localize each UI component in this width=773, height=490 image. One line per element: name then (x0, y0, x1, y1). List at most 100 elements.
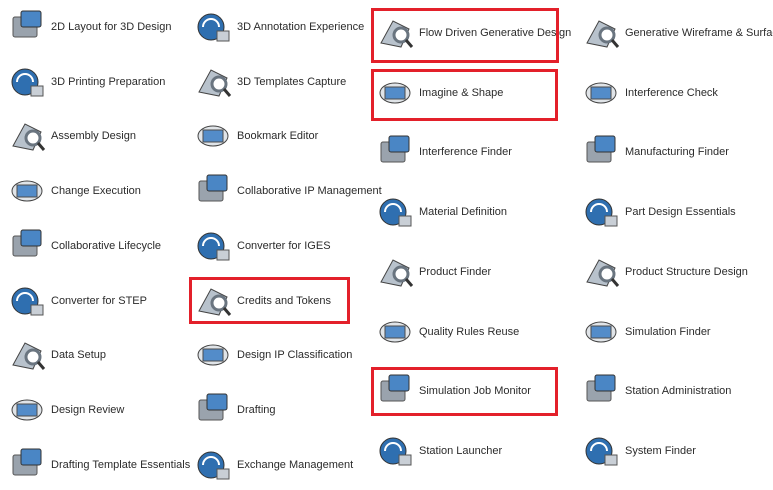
app-item-drafting-template-essentials[interactable]: Drafting Template Essentials (7, 445, 190, 485)
change-execution-icon (7, 171, 47, 211)
simulation-finder-icon (581, 312, 621, 352)
station-admin-icon (581, 371, 621, 411)
app-item-station-launcher[interactable]: Station Launcher (375, 431, 502, 471)
annotation-3d-icon (193, 7, 233, 47)
bookmark-icon (193, 116, 233, 156)
app-label: Exchange Management (237, 458, 354, 471)
app-label: Product Structure Design (625, 265, 748, 278)
folder-gear-icon (7, 335, 47, 375)
app-item-part-design-essentials[interactable]: Part Design Essentials (581, 192, 736, 232)
app-item-interference-finder[interactable]: Interference Finder (375, 132, 512, 172)
app-item-product-finder[interactable]: Product Finder (375, 252, 491, 292)
app-item-design-review[interactable]: Design Review (7, 390, 124, 430)
app-item-converter-for-step[interactable]: Converter for STEP (7, 281, 147, 321)
design-review-icon (7, 390, 47, 430)
app-label: Assembly Design (51, 130, 136, 143)
app-item-simulation-job-monitor[interactable]: Simulation Job Monitor (375, 371, 531, 411)
app-item-product-structure-design[interactable]: Product Structure Design (581, 252, 748, 292)
app-label: Station Administration (625, 385, 732, 398)
app-item-design-ip-classification[interactable]: Design IP Classification (193, 335, 352, 375)
app-label: 2D Layout for 3D Design (51, 21, 172, 33)
app-label: Drafting (237, 403, 276, 416)
app-label: Flow Driven Generative Design (419, 27, 572, 39)
interference-finder-icon (375, 132, 415, 172)
app-label: Collaborative IP Management (237, 185, 382, 198)
station-launcher-icon (375, 431, 415, 471)
manufacturing-finder-icon (581, 132, 621, 172)
app-label: 3D Annotation Experience (237, 21, 365, 33)
drafting-icon (193, 390, 233, 430)
app-label: Converter for STEP (51, 294, 147, 307)
assembly-icon (7, 116, 47, 156)
app-label: Station Launcher (419, 444, 503, 457)
product-structure-icon (581, 252, 621, 292)
app-label: Imagine & Shape (419, 86, 504, 99)
app-label: Drafting Template Essentials (51, 458, 191, 471)
generative-design-icon (375, 13, 415, 53)
app-item-collaborative-lifecycle[interactable]: Collaborative Lifecycle (7, 226, 161, 266)
part-design-icon (581, 192, 621, 232)
imagine-shape-icon (375, 73, 415, 113)
app-item-generative-wireframe-surface[interactable]: Generative Wireframe & Surface (581, 13, 773, 53)
app-label: Quality Rules Reuse (419, 325, 520, 338)
templates-capture-icon (193, 62, 233, 102)
ip-management-icon (193, 171, 233, 211)
app-item-simulation-finder[interactable]: Simulation Finder (581, 312, 711, 352)
system-finder-icon (581, 431, 621, 471)
app-item-3d-annotation-experience[interactable]: 3D Annotation Experience (193, 7, 364, 47)
layout-2d-icon (7, 7, 47, 47)
app-label: Material Definition (419, 206, 508, 219)
material-icon (375, 192, 415, 232)
job-monitor-icon (375, 371, 415, 411)
lifecycle-icon (7, 226, 47, 266)
app-item-data-setup[interactable]: Data Setup (7, 335, 106, 375)
app-label: Manufacturing Finder (625, 146, 729, 159)
app-label: Credits and Tokens (237, 294, 331, 307)
app-label: 3D Templates Capture (237, 75, 347, 88)
product-finder-icon (375, 252, 415, 292)
app-label: Collaborative Lifecycle (51, 239, 162, 252)
app-item-change-execution[interactable]: Change Execution (7, 171, 141, 211)
exchange-management-icon (193, 445, 233, 485)
interference-check-icon (581, 73, 621, 113)
app-item-assembly-design[interactable]: Assembly Design (7, 116, 136, 156)
app-label: Simulation Finder (625, 325, 711, 338)
app-label: 3D Printing Preparation (51, 75, 166, 88)
app-label: Interference Finder (419, 146, 512, 159)
app-label: Part Design Essentials (625, 206, 736, 219)
app-label: Bookmark Editor (237, 130, 319, 143)
app-label: Generative Wireframe & Surface (625, 27, 773, 39)
app-item-converter-for-iges[interactable]: Converter for IGES (193, 226, 331, 266)
app-item-system-finder[interactable]: System Finder (581, 431, 696, 471)
app-label: Design IP Classification (237, 349, 353, 362)
app-item-credits-and-tokens[interactable]: Credits and Tokens (193, 281, 331, 321)
app-item-flow-driven-generative-design[interactable]: Flow Driven Generative Design (375, 13, 571, 53)
app-item-exchange-management[interactable]: Exchange Management (193, 445, 353, 485)
printer-3d-icon (7, 62, 47, 102)
quality-rules-icon (375, 312, 415, 352)
converter-iges-icon (193, 226, 233, 266)
app-item-quality-rules-reuse[interactable]: Quality Rules Reuse (375, 312, 519, 352)
ip-classification-icon (193, 335, 233, 375)
app-item-material-definition[interactable]: Material Definition (375, 192, 507, 232)
app-label: Simulation Job Monitor (419, 385, 531, 398)
app-item-3d-printing-preparation[interactable]: 3D Printing Preparation (7, 62, 165, 102)
app-label: Design Review (51, 403, 125, 416)
app-label: System Finder (625, 444, 696, 457)
app-item-bookmark-editor[interactable]: Bookmark Editor (193, 116, 318, 156)
app-item-3d-templates-capture[interactable]: 3D Templates Capture (193, 62, 346, 102)
coins-icon (193, 281, 233, 321)
app-label: Data Setup (51, 349, 107, 362)
app-label: Change Execution (51, 185, 141, 198)
wireframe-surface-icon (581, 13, 621, 53)
app-item-2d-layout-for-3d-design[interactable]: 2D Layout for 3D Design (7, 7, 171, 47)
app-item-imagine-shape[interactable]: Imagine & Shape (375, 73, 503, 113)
app-item-station-administration[interactable]: Station Administration (581, 371, 731, 411)
app-label: Interference Check (625, 86, 718, 99)
app-item-interference-check[interactable]: Interference Check (581, 73, 718, 113)
converter-step-icon (7, 281, 47, 321)
app-item-drafting[interactable]: Drafting (193, 390, 276, 430)
app-label: Converter for IGES (237, 239, 331, 252)
app-item-collaborative-ip-management[interactable]: Collaborative IP Management (193, 171, 382, 211)
app-item-manufacturing-finder[interactable]: Manufacturing Finder (581, 132, 729, 172)
